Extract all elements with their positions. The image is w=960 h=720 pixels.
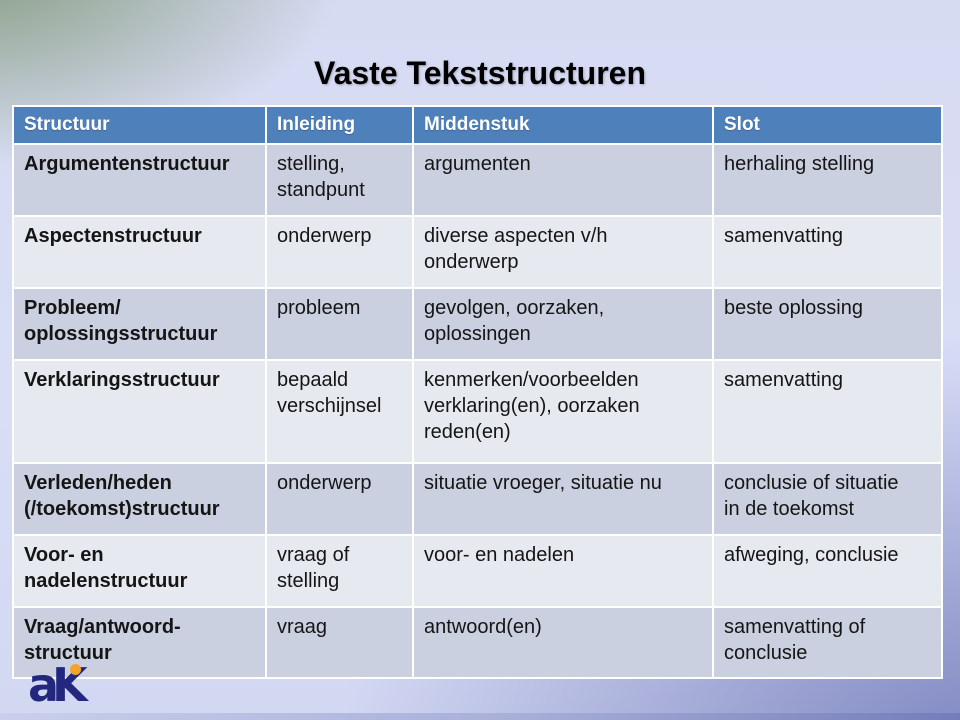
table-cell: samenvatting of conclusie — [712, 606, 943, 679]
slide-title: Vaste Tekststructuren — [314, 55, 646, 91]
table-cell: Verklaringsstructuur — [12, 359, 267, 464]
table-cell: gevolgen, oorzaken, oplossingen — [412, 287, 714, 361]
table-cell: onderwerp — [265, 215, 414, 289]
table-cell: bepaald verschijnsel — [265, 359, 414, 464]
table-cell: samenvatting — [712, 215, 943, 289]
column-header-inleiding: Inleiding — [265, 105, 414, 145]
table-cell: diverse aspecten v/h onderwerp — [412, 215, 714, 289]
column-header-middenstuk: Middenstuk — [412, 105, 714, 145]
school-logo: aK — [28, 656, 128, 718]
table-cell: conclusie of situatie in de toekomst — [712, 462, 943, 536]
table-cell: kenmerken/voorbeelden verklaring(en), oo… — [412, 359, 714, 464]
table-cell: vraag — [265, 606, 414, 679]
column-header-slot: Slot — [712, 105, 943, 145]
table-cell: Voor- en nadelenstructuur — [12, 534, 267, 608]
table-cell: vraag of stelling — [265, 534, 414, 608]
table-cell: Verleden/heden (/toekomst)structuur — [12, 462, 267, 536]
table-cell: situatie vroeger, situatie nu — [412, 462, 714, 536]
table-cell: Probleem/ oplossingsstructuur — [12, 287, 267, 361]
bottom-edge-strip — [0, 713, 960, 720]
table-cell: Argumentenstructuur — [12, 143, 267, 217]
table-cell: afweging, conclusie — [712, 534, 943, 608]
table-cell: onderwerp — [265, 462, 414, 536]
table-cell: argumenten — [412, 143, 714, 217]
table-cell: Vraag/antwoord- structuur — [12, 606, 267, 679]
table-cell: herhaling stelling — [712, 143, 943, 217]
table-cell: antwoord(en) — [412, 606, 714, 679]
logo-orange-dot-icon — [70, 664, 81, 675]
table-cell: samenvatting — [712, 359, 943, 464]
table-cell: voor- en nadelen — [412, 534, 714, 608]
table-cell: probleem — [265, 287, 414, 361]
column-header-structuur: Structuur — [12, 105, 267, 145]
table-cell: stelling, standpunt — [265, 143, 414, 217]
table-cell: beste oplossing — [712, 287, 943, 361]
table-cell: Aspectenstructuur — [12, 215, 267, 289]
